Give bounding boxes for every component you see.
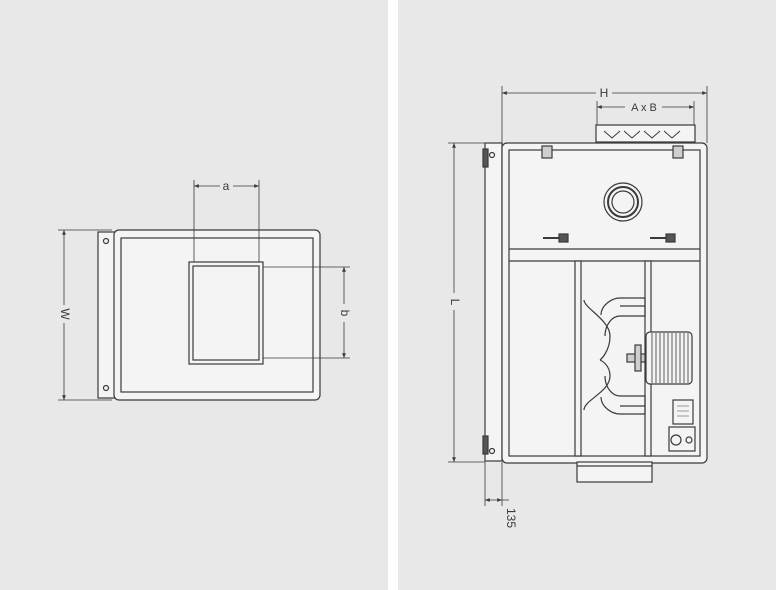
handle-left bbox=[543, 233, 569, 243]
top-latch-left bbox=[541, 145, 553, 159]
dim-label-l: L bbox=[448, 299, 462, 306]
left-opening-outer bbox=[188, 261, 264, 365]
left-mounting-flange bbox=[97, 231, 117, 399]
handle-right bbox=[650, 233, 676, 243]
left-bolt-hole-bottom bbox=[102, 384, 110, 392]
right-mounting-flange bbox=[484, 142, 503, 462]
dim-label-135: 135 bbox=[504, 508, 518, 528]
dim-label-w: W bbox=[58, 308, 72, 320]
right-flange-clip-bottom bbox=[482, 435, 489, 455]
left-dimensions bbox=[58, 180, 350, 401]
dim-label-axb: A x B bbox=[631, 102, 657, 114]
top-louver-outlet bbox=[595, 124, 696, 143]
right-bolt-hole-top bbox=[488, 151, 496, 159]
dim-label-h: H bbox=[600, 86, 609, 100]
fan-motor bbox=[645, 331, 693, 385]
blower-fan bbox=[583, 297, 646, 415]
round-port-outer bbox=[603, 182, 643, 222]
control-box bbox=[668, 399, 696, 452]
right-unit-drawing bbox=[482, 124, 708, 483]
bottom-spigot bbox=[576, 461, 653, 483]
left-unit-drawing bbox=[97, 229, 321, 401]
right-flange-clip-top bbox=[482, 148, 489, 168]
dim-label-b: b bbox=[338, 310, 352, 317]
dim-label-a: a bbox=[223, 179, 230, 193]
left-bolt-hole-top bbox=[102, 237, 110, 245]
right-bolt-hole-bottom bbox=[488, 447, 496, 455]
right-dimensions bbox=[448, 86, 708, 506]
top-latch-right bbox=[672, 145, 684, 159]
left-opening-inner bbox=[192, 265, 260, 361]
